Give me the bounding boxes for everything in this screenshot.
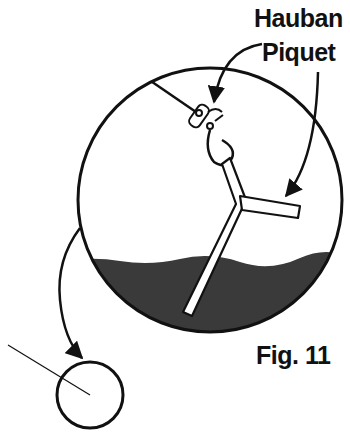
leader-arrow: [214, 44, 262, 102]
leader-arrow: [286, 72, 318, 196]
part-label: Fig. 11: [256, 343, 330, 368]
guy-wire: [142, 75, 196, 112]
part-label: Piquet: [262, 40, 335, 65]
link-arrow: [59, 228, 82, 358]
wire-clip: [187, 103, 223, 130]
detail-circle: [78, 68, 342, 332]
stake: [183, 158, 300, 316]
part-label: Hauban: [254, 6, 343, 31]
locator-line: [8, 345, 90, 395]
